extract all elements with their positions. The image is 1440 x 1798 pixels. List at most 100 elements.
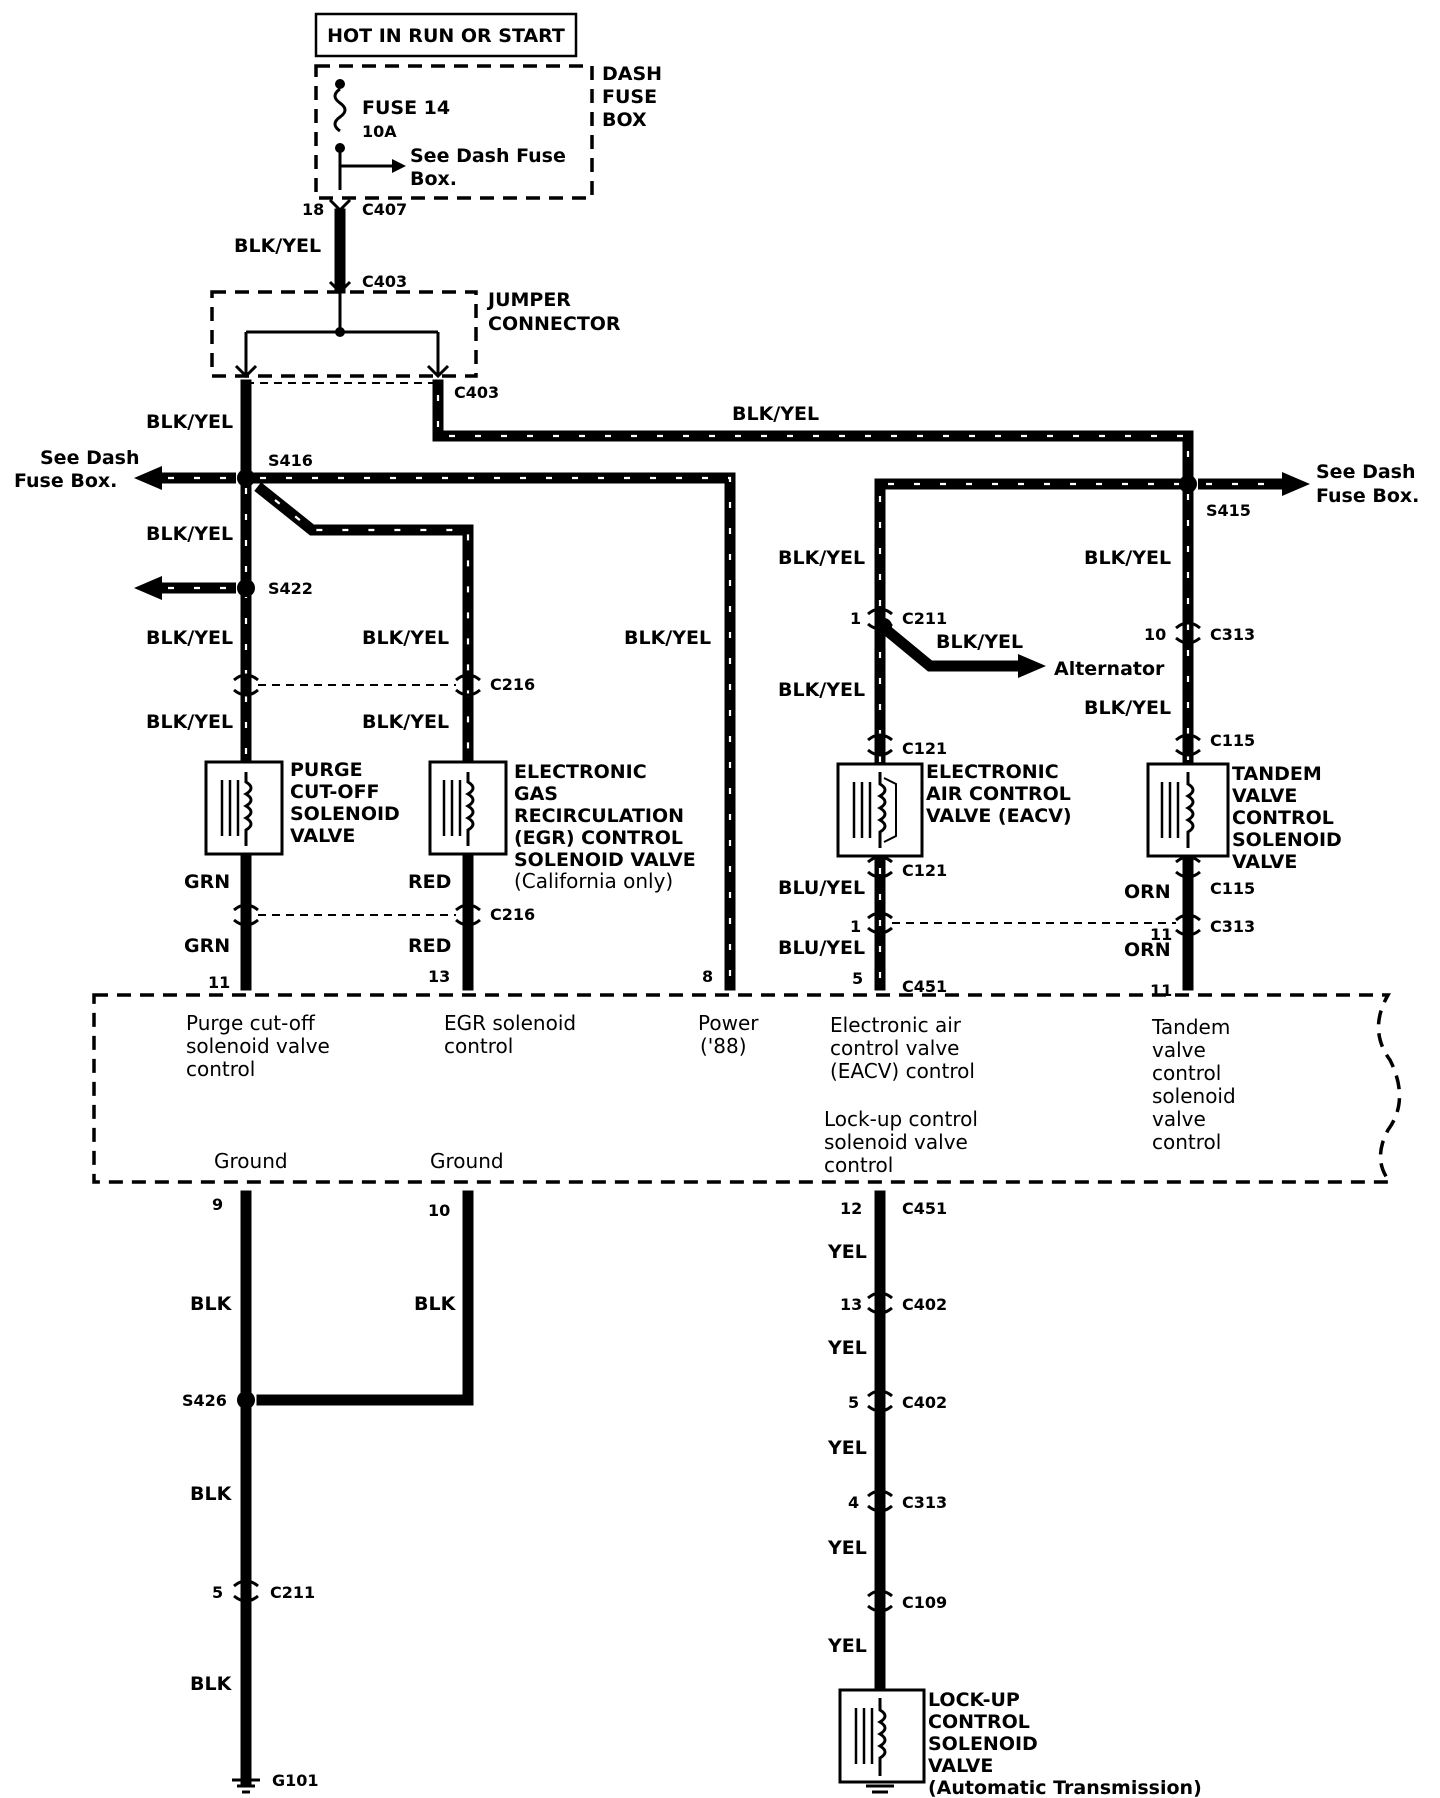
splice-s415-label: S415 (1206, 501, 1251, 520)
svg-text:BLK/YEL: BLK/YEL (1084, 547, 1171, 569)
pin-labels: 1 10 1 11 11 13 8 5 11 9 10 12 13 5 4 5 (208, 609, 1172, 1602)
svg-text:VALVE: VALVE (1232, 785, 1297, 807)
splice-s422-label: S422 (268, 579, 313, 598)
see-dash-fuse-box-left-1: See Dash (40, 447, 140, 469)
svg-text:1: 1 (850, 917, 861, 936)
see-dash-fuse-box-left-2: Fuse Box. (14, 470, 117, 492)
svg-text:BLK/YEL: BLK/YEL (778, 679, 865, 701)
svg-text:BLU/YEL: BLU/YEL (778, 937, 865, 959)
tandem-solenoid-label: TANDEM VALVE CONTROL SOLENOID VALVE (1232, 763, 1342, 873)
svg-text:GRN: GRN (184, 871, 230, 893)
connector-labels: C216 C216 C211 C313 C121 C121 C115 C115 … (270, 609, 1255, 1612)
svg-text:YEL: YEL (827, 1635, 867, 1657)
svg-text:BLK/YEL: BLK/YEL (146, 523, 233, 545)
splice-s416 (237, 469, 255, 487)
wires: BLK/YEL (234, 208, 1194, 1786)
svg-text:10: 10 (1144, 625, 1166, 644)
pcm-tandem-control: Tandem valve control solenoid valve cont… (1151, 1015, 1236, 1154)
pcm-ground-2: Ground (430, 1149, 504, 1173)
svg-text:BLU/YEL: BLU/YEL (778, 877, 865, 899)
jumper-connector-label-2: CONNECTOR (488, 313, 621, 335)
svg-text:GAS: GAS (514, 783, 558, 805)
svg-text:C313: C313 (1210, 917, 1255, 936)
svg-text:Purge cut-off: Purge cut-off (186, 1011, 316, 1035)
dash-fuse-box-label: DASH FUSE BOX (602, 63, 662, 131)
lockup-solenoid-icon (838, 1688, 926, 1794)
connector-dashed-links (258, 684, 1176, 924)
svg-text:VALVE: VALVE (1232, 851, 1297, 873)
svg-text:5: 5 (852, 969, 863, 988)
purge-solenoid-icon (204, 760, 284, 856)
svg-text:CONTROL: CONTROL (928, 1711, 1030, 1733)
splice-s416-label: S416 (268, 451, 313, 470)
svg-text:C313: C313 (902, 1493, 947, 1512)
svg-text:C121: C121 (902, 861, 947, 880)
svg-text:C451: C451 (902, 977, 947, 996)
svg-text:(California only): (California only) (514, 869, 673, 893)
svg-text:solenoid valve: solenoid valve (186, 1034, 330, 1058)
svg-text:YEL: YEL (827, 1241, 867, 1263)
see-dash-fuse-box-right-arrow (1198, 472, 1310, 496)
alternator-label: Alternator (1054, 658, 1165, 680)
arrow-alternator-icon (1018, 654, 1046, 678)
svg-text:(EGR) CONTROL: (EGR) CONTROL (514, 827, 683, 849)
svg-text:solenoid valve: solenoid valve (824, 1130, 968, 1154)
svg-text:4: 4 (848, 1493, 859, 1512)
svg-text:BLK/YEL: BLK/YEL (732, 403, 819, 425)
svg-text:SOLENOID: SOLENOID (290, 803, 400, 825)
see-dash-fuse-box-left-arrow (134, 466, 236, 490)
splice-s415 (1179, 475, 1197, 493)
svg-text:C216: C216 (490, 675, 535, 694)
connector-marks (233, 607, 1201, 1613)
svg-text:8: 8 (702, 967, 713, 986)
svg-text:5: 5 (212, 1583, 223, 1602)
svg-text:control valve: control valve (830, 1036, 959, 1060)
svg-text:C109: C109 (902, 1593, 947, 1612)
fuse-name: FUSE 14 (362, 97, 450, 119)
ground-g101-icon (232, 1778, 260, 1794)
svg-text:BLK: BLK (190, 1293, 233, 1315)
hot-in-run-label: HOT IN RUN OR START (327, 25, 565, 47)
svg-text:solenoid: solenoid (1152, 1084, 1236, 1108)
svg-text:LOCK-UP: LOCK-UP (928, 1689, 1020, 1711)
svg-text:BLK/YEL: BLK/YEL (624, 627, 711, 649)
lockup-solenoid-label: LOCK-UP CONTROL SOLENOID VALVE (Automati… (928, 1689, 1202, 1798)
eacv-label: ELECTRONIC AIR CONTROL VALVE (EACV) (926, 761, 1072, 827)
svg-text:CONTROL: CONTROL (1232, 807, 1334, 829)
svg-text:RECIRCULATION: RECIRCULATION (514, 805, 684, 827)
svg-text:VALVE: VALVE (290, 825, 355, 847)
svg-text:BLK/YEL: BLK/YEL (936, 631, 1023, 653)
svg-text:AIR CONTROL: AIR CONTROL (926, 783, 1071, 805)
svg-text:SOLENOID: SOLENOID (1232, 829, 1342, 851)
svg-text:EGR solenoid: EGR solenoid (444, 1011, 576, 1035)
s422-arrow (134, 576, 236, 600)
wire-label-blk-yel-feed: BLK/YEL (234, 235, 321, 257)
see-dash-fuse-box-top-2: Box. (410, 168, 457, 190)
svg-text:BLK/YEL: BLK/YEL (1084, 697, 1171, 719)
svg-text:BLK: BLK (414, 1293, 457, 1315)
svg-text:YEL: YEL (827, 1537, 867, 1559)
tandem-solenoid-icon (1146, 762, 1230, 858)
ground-g101-label: G101 (272, 1771, 319, 1790)
svg-text:C211: C211 (270, 1583, 315, 1602)
fuse-14-icon (333, 79, 406, 190)
svg-text:control: control (1152, 1061, 1221, 1085)
svg-text:13: 13 (840, 1295, 862, 1314)
svg-text:12: 12 (840, 1199, 862, 1218)
svg-text:BLK/YEL: BLK/YEL (778, 547, 865, 569)
pin-18: 18 (302, 200, 324, 219)
svg-text:BLK/YEL: BLK/YEL (146, 411, 233, 433)
svg-text:C115: C115 (1210, 879, 1255, 898)
svg-text:11: 11 (1150, 925, 1172, 944)
svg-text:Tandem: Tandem (1151, 1015, 1230, 1039)
svg-text:SOLENOID: SOLENOID (928, 1733, 1038, 1755)
svg-text:BOX: BOX (602, 109, 647, 131)
svg-text:C121: C121 (902, 739, 947, 758)
pcm-egr-control: EGR solenoid control (444, 1011, 576, 1058)
jumper-connector-outline (210, 290, 478, 378)
svg-text:BLK: BLK (190, 1483, 233, 1505)
svg-text:13: 13 (428, 967, 450, 986)
svg-text:C402: C402 (902, 1295, 947, 1314)
connector-c407-label: C407 (362, 200, 407, 219)
svg-text:BLK: BLK (190, 1673, 233, 1695)
